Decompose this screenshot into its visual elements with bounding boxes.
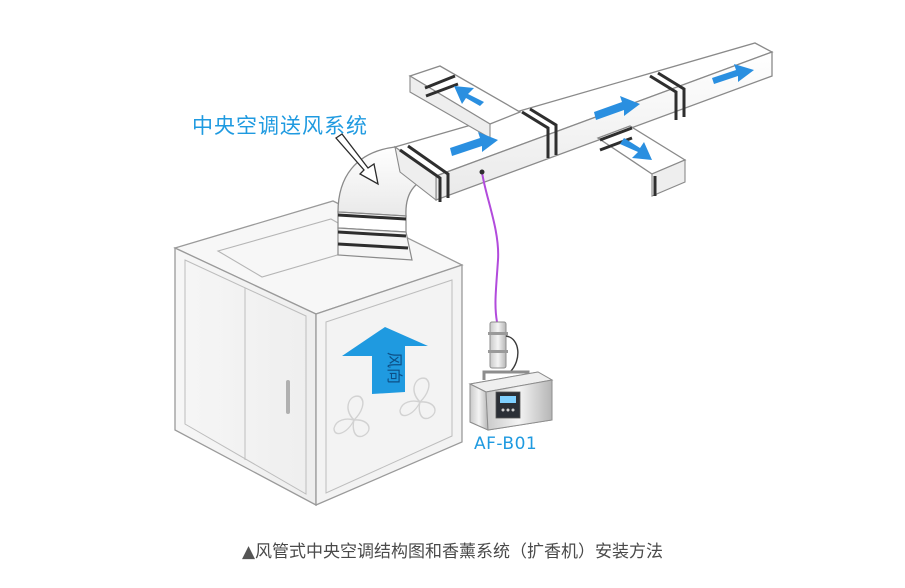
flow-arrow-icon (450, 132, 498, 156)
flow-arrow-icon (454, 86, 484, 106)
flow-arrow-icon (620, 138, 652, 160)
duct-flange-bands (399, 71, 686, 202)
airflow-label: 风向 (385, 352, 404, 384)
fan-icon (399, 377, 436, 420)
flow-arrow-icon (594, 96, 640, 120)
fan-icon (333, 395, 370, 438)
caption-text: 风管式中央空调结构图和香薰系统（扩香机）安装方法 (255, 542, 664, 562)
scent-hose (481, 171, 500, 323)
flow-arrow-icon (712, 64, 754, 84)
label-pointer-arrow (335, 133, 379, 186)
scent-diffuser-device (468, 321, 554, 431)
main-duct (393, 42, 774, 202)
cabinet-handle (286, 380, 290, 414)
duct-injection-nozzle (479, 169, 485, 175)
caption-marker: ▲ (241, 542, 256, 562)
device-control-panel (495, 391, 521, 419)
ac-unit-cabinet (173, 200, 464, 507)
figure-caption: ▲风管式中央空调结构图和香薰系统（扩香机）安装方法 (0, 537, 905, 562)
device-display (500, 396, 516, 403)
device-model-label: AF-B01 (474, 434, 538, 454)
upward-arrow-icon (342, 327, 428, 394)
system-label: 中央空调送风系统 (192, 114, 368, 138)
branch-duct-right (596, 125, 687, 197)
